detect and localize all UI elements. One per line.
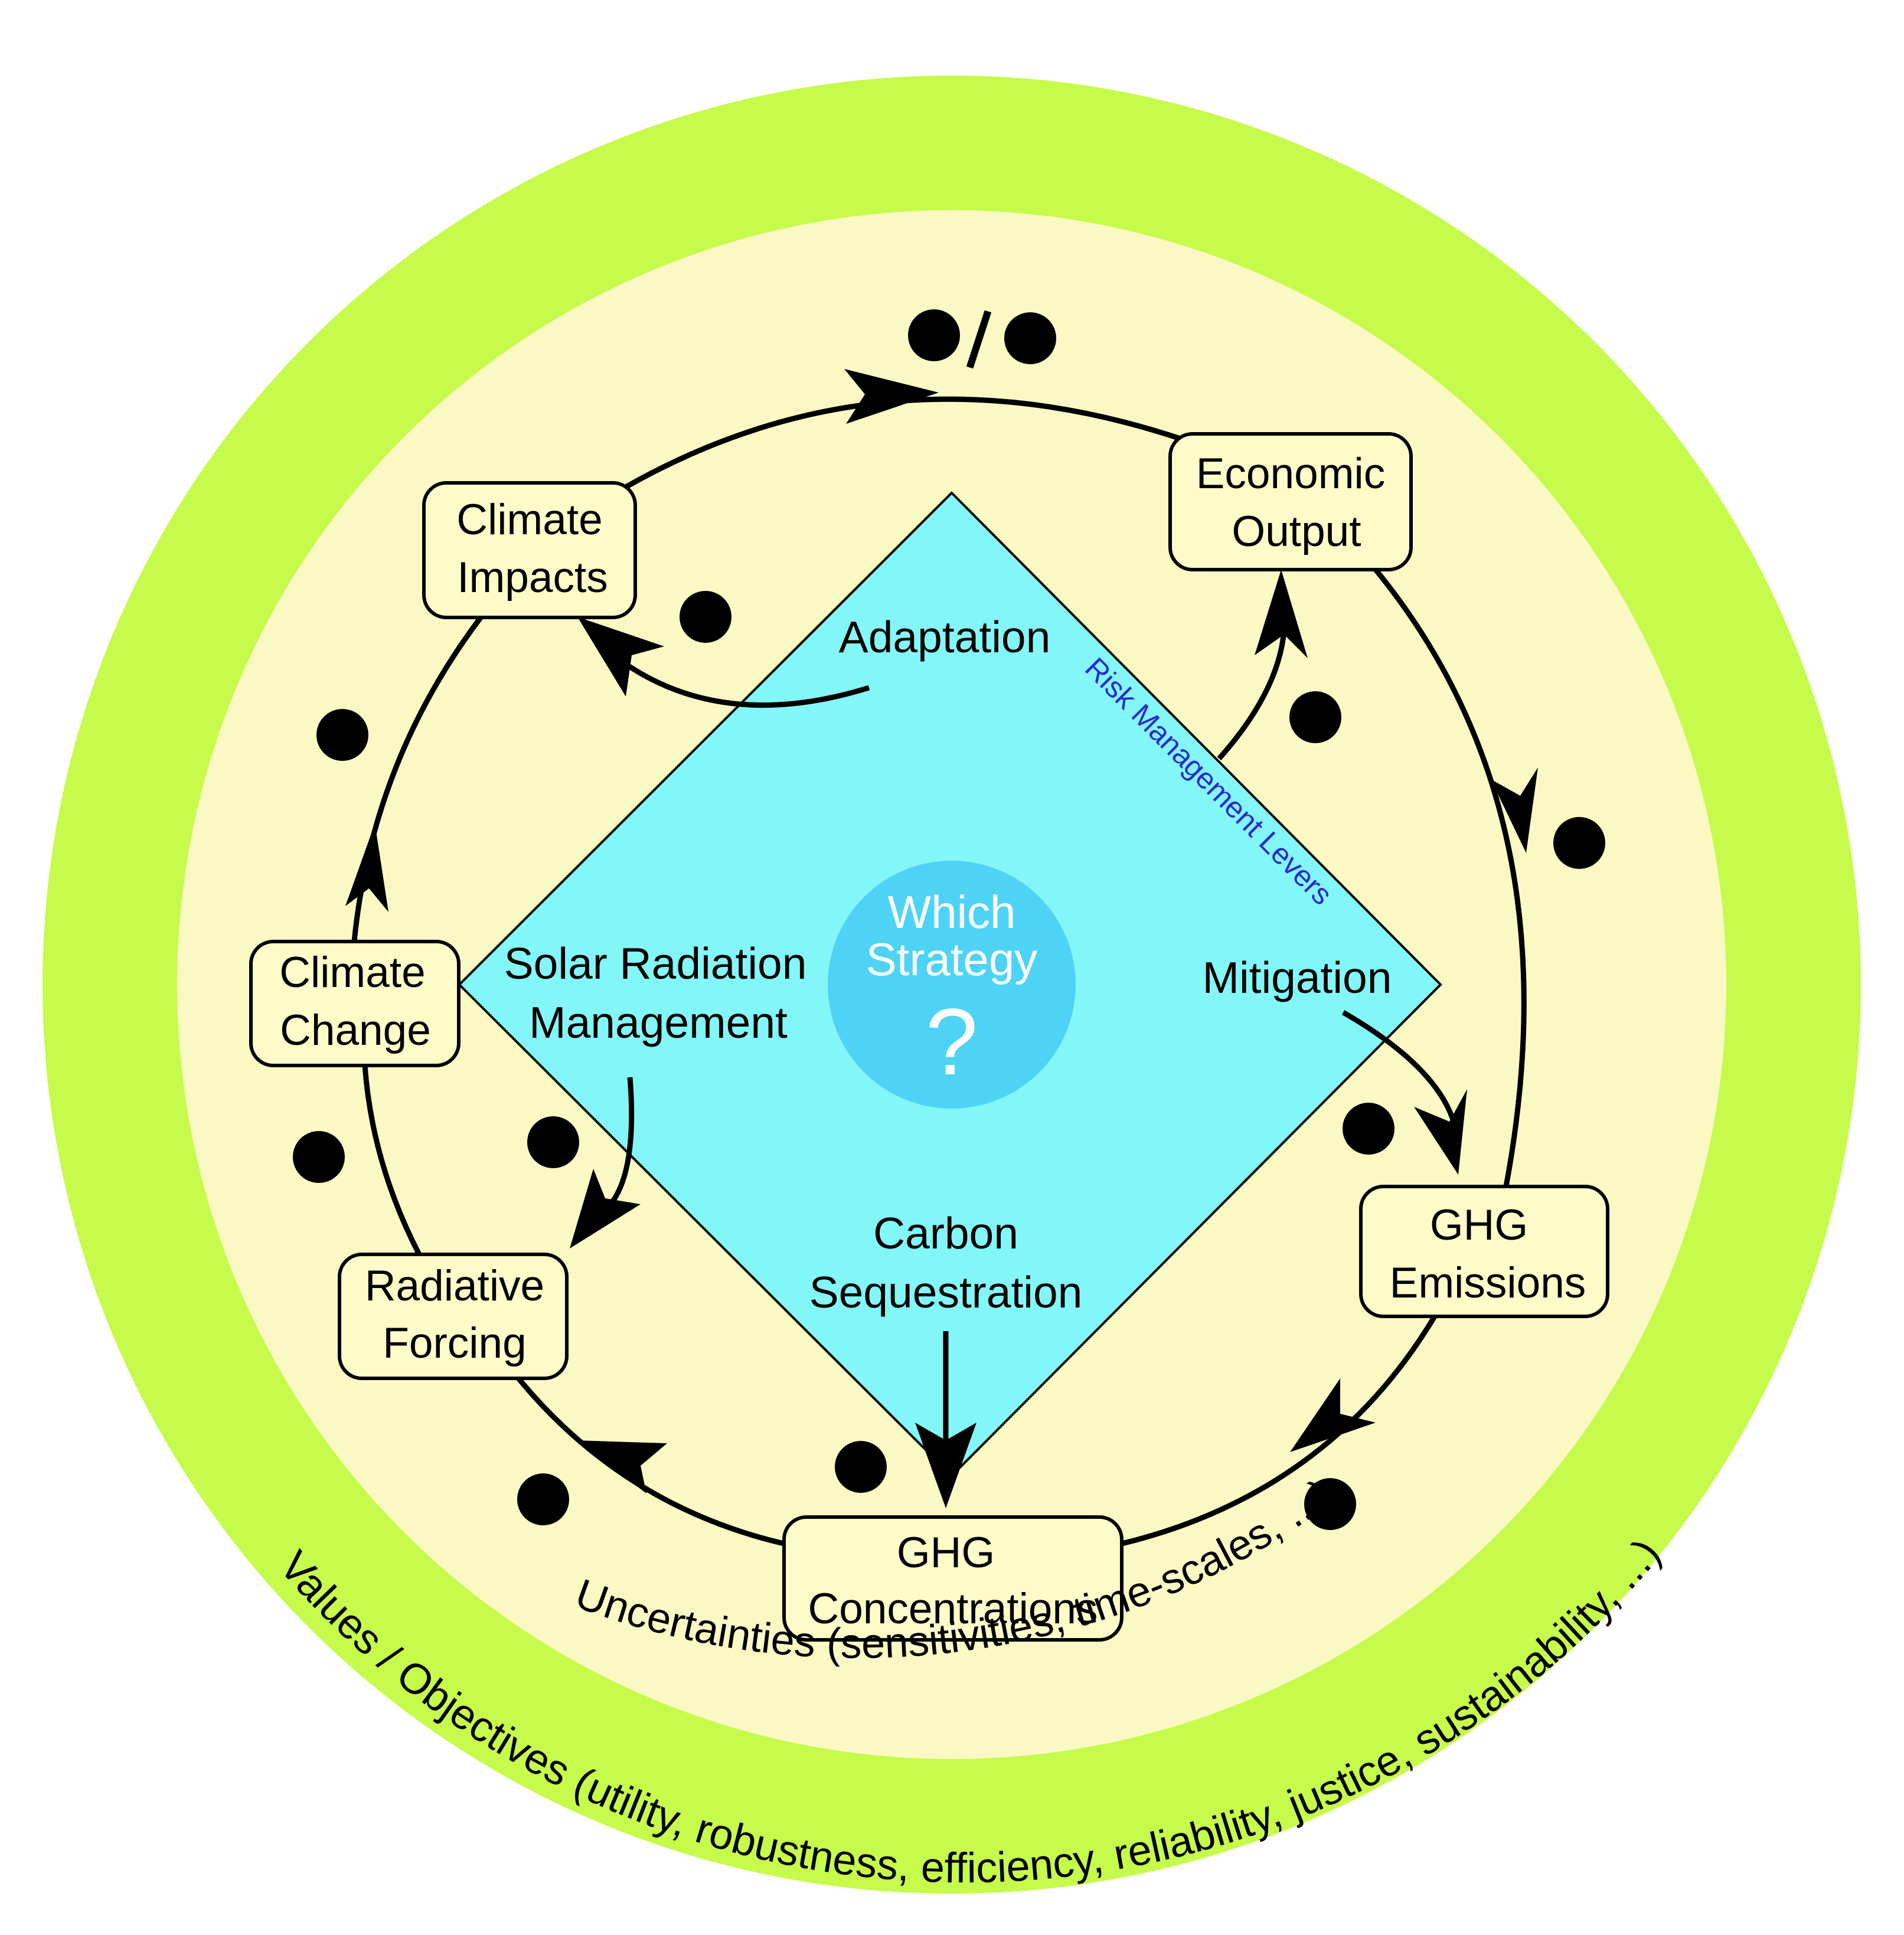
node-climate-change-line-1: Climate (279, 949, 425, 996)
mitigation-to-output-arrowhead (1255, 570, 1308, 658)
loop-forcing-to-change (362, 1065, 422, 1256)
loop-emissions-to-concentrations (1121, 1315, 1437, 1547)
lever-carbon-sequestration-line-1: Carbon (873, 1208, 1018, 1258)
adaptation-arrowhead (577, 617, 664, 697)
lever-mitigation: Mitigation (1203, 953, 1392, 1002)
solar-radiation-management-arrowhead (570, 1169, 641, 1248)
node-ghg-concentrations-line-2: Concentrations (808, 1585, 1098, 1633)
center-line-1: Which (888, 886, 1016, 938)
node-economic-output-line-1: Economic (1196, 450, 1386, 498)
node-climate-change: Climate Change (249, 940, 461, 1067)
sign-plus-impacts-output (1004, 312, 1056, 364)
node-radiative-forcing-line-2: Forcing (383, 1319, 526, 1367)
node-economic-output: Economic Output (1168, 432, 1413, 571)
center-line-2: Strategy (866, 933, 1037, 985)
sign-plus-concentrations-forcing (517, 1473, 569, 1525)
node-ghg-emissions-line-1: GHG (1430, 1201, 1528, 1249)
sign-minus-carbon-sequestration (835, 1441, 887, 1493)
node-economic-output-line-2: Output (1232, 508, 1361, 555)
sign-plus-output-emissions (1553, 817, 1605, 869)
center-line-3: ? (926, 989, 978, 1094)
sign-minus-mitigation-emissions (1343, 1103, 1394, 1155)
node-ghg-emissions: GHG Emissions (1359, 1185, 1609, 1318)
arrowhead-left (345, 823, 388, 912)
arrowhead-right (1491, 767, 1538, 853)
sign-slash (966, 310, 992, 369)
node-climate-impacts-line-1: Climate (456, 496, 602, 544)
which-strategy-circle (828, 861, 1076, 1109)
lever-srm-line-1: Solar Radiation (504, 939, 807, 988)
arrowhead-lower-right (1290, 1378, 1376, 1452)
sign-minus-impacts-output (908, 309, 960, 361)
solar-radiation-management-arrow (606, 1077, 635, 1210)
lever-carbon-sequestration-line-2: Sequestration (809, 1267, 1083, 1317)
node-ghg-concentrations-line-1: GHG (897, 1529, 995, 1577)
node-ghg-concentrations: GHG Concentrations (782, 1515, 1124, 1642)
sign-minus-srm (527, 1116, 579, 1168)
node-radiative-forcing-line-1: Radiative (365, 1262, 544, 1310)
node-radiative-forcing: Radiative Forcing (338, 1253, 569, 1380)
sign-plus-forcing-change (293, 1131, 345, 1183)
lever-adaptation: Adaptation (839, 612, 1051, 662)
carbon-sequestration-arrowhead (915, 1423, 977, 1508)
adaptation-arrow (624, 662, 870, 708)
sign-minus-adaptation (680, 591, 731, 643)
node-ghg-emissions-line-2: Emissions (1390, 1259, 1586, 1307)
node-climate-change-line-2: Change (280, 1006, 431, 1054)
node-climate-impacts: Climate Impacts (422, 481, 637, 619)
arrowhead-lower-left (576, 1440, 667, 1493)
node-climate-impacts-line-2: Impacts (457, 554, 608, 602)
loop-output-to-emissions (1373, 568, 1527, 1190)
sign-minus-mitigation-output (1289, 691, 1341, 743)
mitigation-to-emissions-arrow (1341, 1010, 1458, 1129)
arrowhead-top (844, 369, 939, 424)
sign-plus-change-impacts (316, 709, 368, 761)
lever-srm-line-2: Management (529, 998, 788, 1047)
mitigation-to-emissions-arrowhead (1414, 1089, 1467, 1175)
